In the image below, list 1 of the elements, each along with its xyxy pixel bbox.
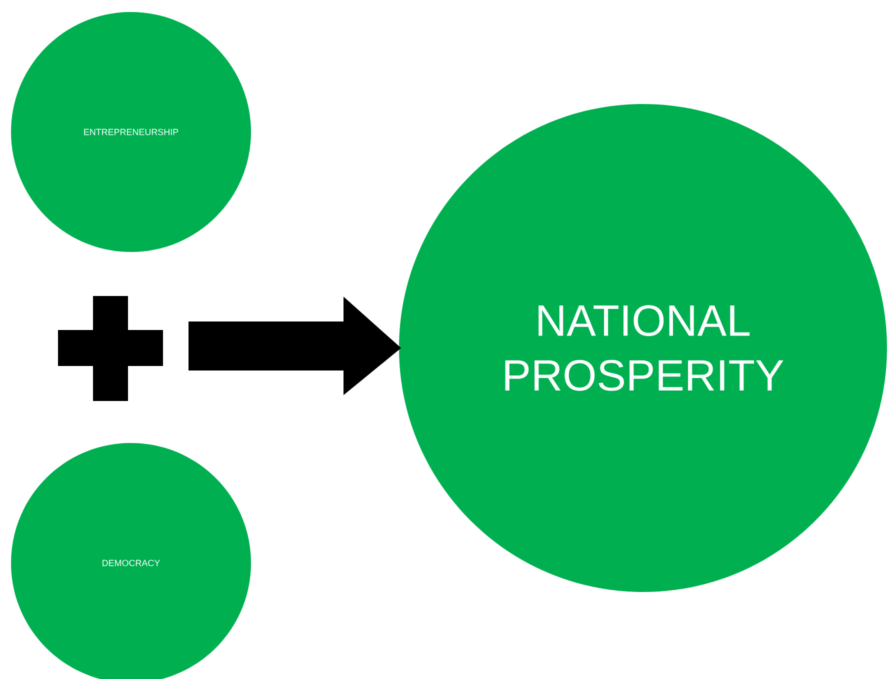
- block-arrow: [188, 296, 402, 396]
